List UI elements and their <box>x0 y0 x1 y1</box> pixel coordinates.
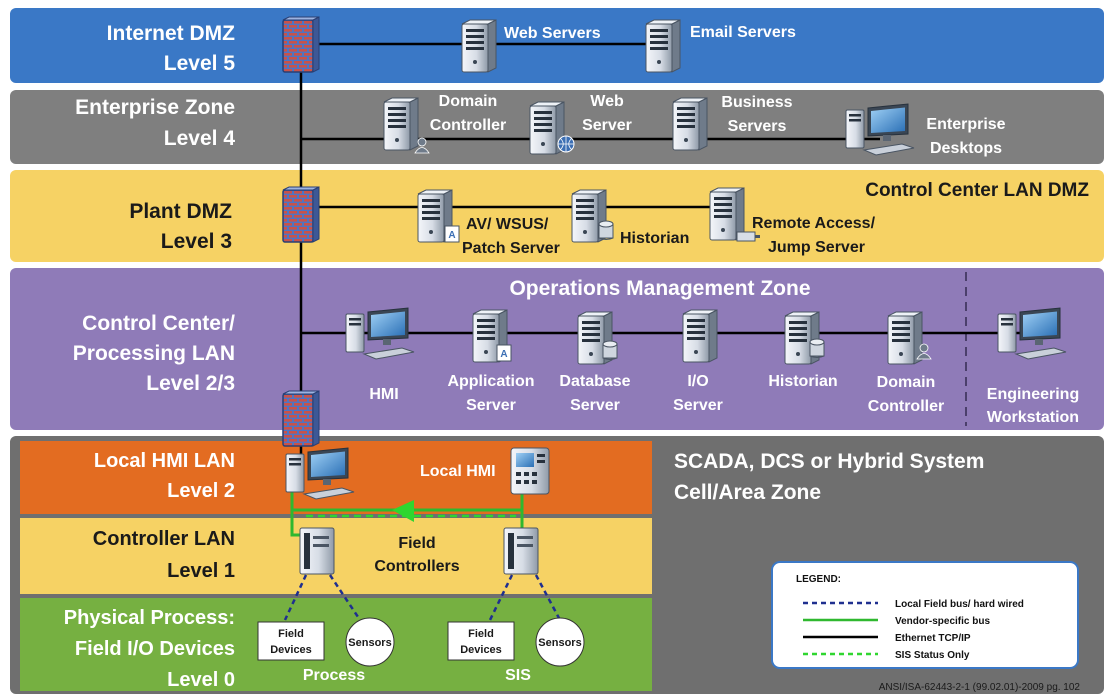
zone-title: SCADA, DCS or Hybrid System <box>674 450 984 473</box>
node-label: Sensors <box>348 637 391 649</box>
email-server-icon <box>645 19 681 73</box>
node-label: Controller <box>430 117 506 134</box>
node-label: Devices <box>460 644 502 656</box>
field-controller-icon <box>299 527 335 575</box>
domain-controller-icon <box>887 311 923 365</box>
zone-label: Control Center/ <box>82 312 235 335</box>
node-label: Controllers <box>374 558 459 575</box>
legend-item: Local Field bus/ hard wired <box>895 599 1024 610</box>
node-label: Domain <box>877 374 936 391</box>
zone-controller-lan <box>20 518 652 594</box>
node-label: Process <box>303 667 365 684</box>
firewall-icon <box>282 16 320 73</box>
field-devices-box <box>447 621 515 661</box>
node-label: Enterprise <box>926 116 1005 133</box>
node-label: Server <box>570 397 620 414</box>
zone-label: Controller LAN <box>93 528 235 550</box>
zone-level: Level 2 <box>167 480 235 502</box>
node-label: Application <box>447 373 534 390</box>
legend-item: SIS Status Only <box>895 650 970 661</box>
node-label: Servers <box>728 118 787 135</box>
node-label: Historian <box>768 373 837 390</box>
sis-status-link <box>306 500 516 522</box>
zone-level: Level 3 <box>161 230 232 253</box>
zone-level: Level 5 <box>164 52 236 75</box>
node-label: Sensors <box>538 637 581 649</box>
node-label: Workstation <box>987 409 1079 426</box>
engineering-workstation-icon <box>997 307 1067 360</box>
zone-level: Level 1 <box>167 560 235 582</box>
domain-controller-icon <box>383 97 419 151</box>
node-label: SIS <box>505 667 531 684</box>
zone-label: Enterprise Zone <box>75 96 235 119</box>
zone-level: Level 0 <box>167 669 235 691</box>
node-label: AV/ WSUS/ <box>466 216 549 233</box>
node-label: Database <box>559 373 630 390</box>
node-label: I/O <box>687 373 708 390</box>
node-label: Local HMI <box>420 463 496 480</box>
node-label: Server <box>466 397 516 414</box>
node-label: Field <box>468 628 494 640</box>
zone-label: Internet DMZ <box>107 22 236 45</box>
zone-level: Level 2/3 <box>146 372 235 395</box>
document-icon <box>496 344 512 362</box>
sensors-circle <box>535 617 585 667</box>
node-label: Server <box>582 117 632 134</box>
field-controller-icon <box>503 527 539 575</box>
zone-label: Physical Process: <box>64 607 235 629</box>
citation: ANSI/ISA-62443-2-1 (99.02.01)-2009 pg. 1… <box>879 682 1081 693</box>
business-server-icon <box>672 97 708 151</box>
zone-label: Processing LAN <box>73 342 235 365</box>
node-label: Web Servers <box>504 25 601 42</box>
hmi-workstation-icon <box>345 307 415 360</box>
sensors-circle <box>345 617 395 667</box>
zone-label: Plant DMZ <box>129 200 232 223</box>
firewall-icon <box>282 390 320 447</box>
zone-label: Field I/O Devices <box>75 638 235 660</box>
node-label: Server <box>673 397 723 414</box>
zone-label: Local HMI LAN <box>94 450 235 472</box>
web-server-icon <box>461 19 497 73</box>
zone-title: Cell/Area Zone <box>674 481 821 504</box>
node-label: Email Servers <box>690 24 796 41</box>
node-label: Domain <box>439 93 498 110</box>
document-icon <box>444 225 460 243</box>
legend: LEGEND: Local Field bus/ hard wired Vend… <box>771 561 1079 669</box>
zone-title: Control Center LAN DMZ <box>865 180 1089 201</box>
node-label: Historian <box>620 230 689 247</box>
database-icon <box>602 340 618 360</box>
database-icon <box>809 338 825 358</box>
node-label: Desktops <box>930 140 1002 157</box>
node-label: Field <box>278 628 304 640</box>
node-label: HMI <box>369 386 398 403</box>
io-server-icon <box>682 309 718 363</box>
zone-control-center <box>10 268 1104 430</box>
node-label: Field <box>398 535 435 552</box>
firewall-icon <box>282 186 320 243</box>
node-label: Remote Access/ <box>752 215 876 232</box>
zone-title: Operations Management Zone <box>509 277 810 300</box>
globe-icon <box>557 135 575 153</box>
legend-item: Ethernet TCP/IP <box>895 633 971 644</box>
legend-item: Vendor-specific bus <box>895 616 990 627</box>
database-icon <box>598 220 614 240</box>
field-devices-box <box>257 621 325 661</box>
node-label: Devices <box>270 644 312 656</box>
node-label: Web <box>590 93 624 110</box>
zone-level: Level 4 <box>164 127 236 150</box>
legend-title: LEGEND: <box>796 574 841 585</box>
node-label: Business <box>721 94 792 111</box>
node-label: Jump Server <box>768 239 865 256</box>
hmi-panel-icon <box>510 447 550 495</box>
node-label: Patch Server <box>462 240 560 257</box>
node-label: Engineering <box>987 386 1079 403</box>
local-hmi-workstation-icon <box>285 447 355 500</box>
local-field-bus <box>283 574 562 621</box>
node-label: Controller <box>868 398 944 415</box>
desktop-icon <box>845 103 915 156</box>
